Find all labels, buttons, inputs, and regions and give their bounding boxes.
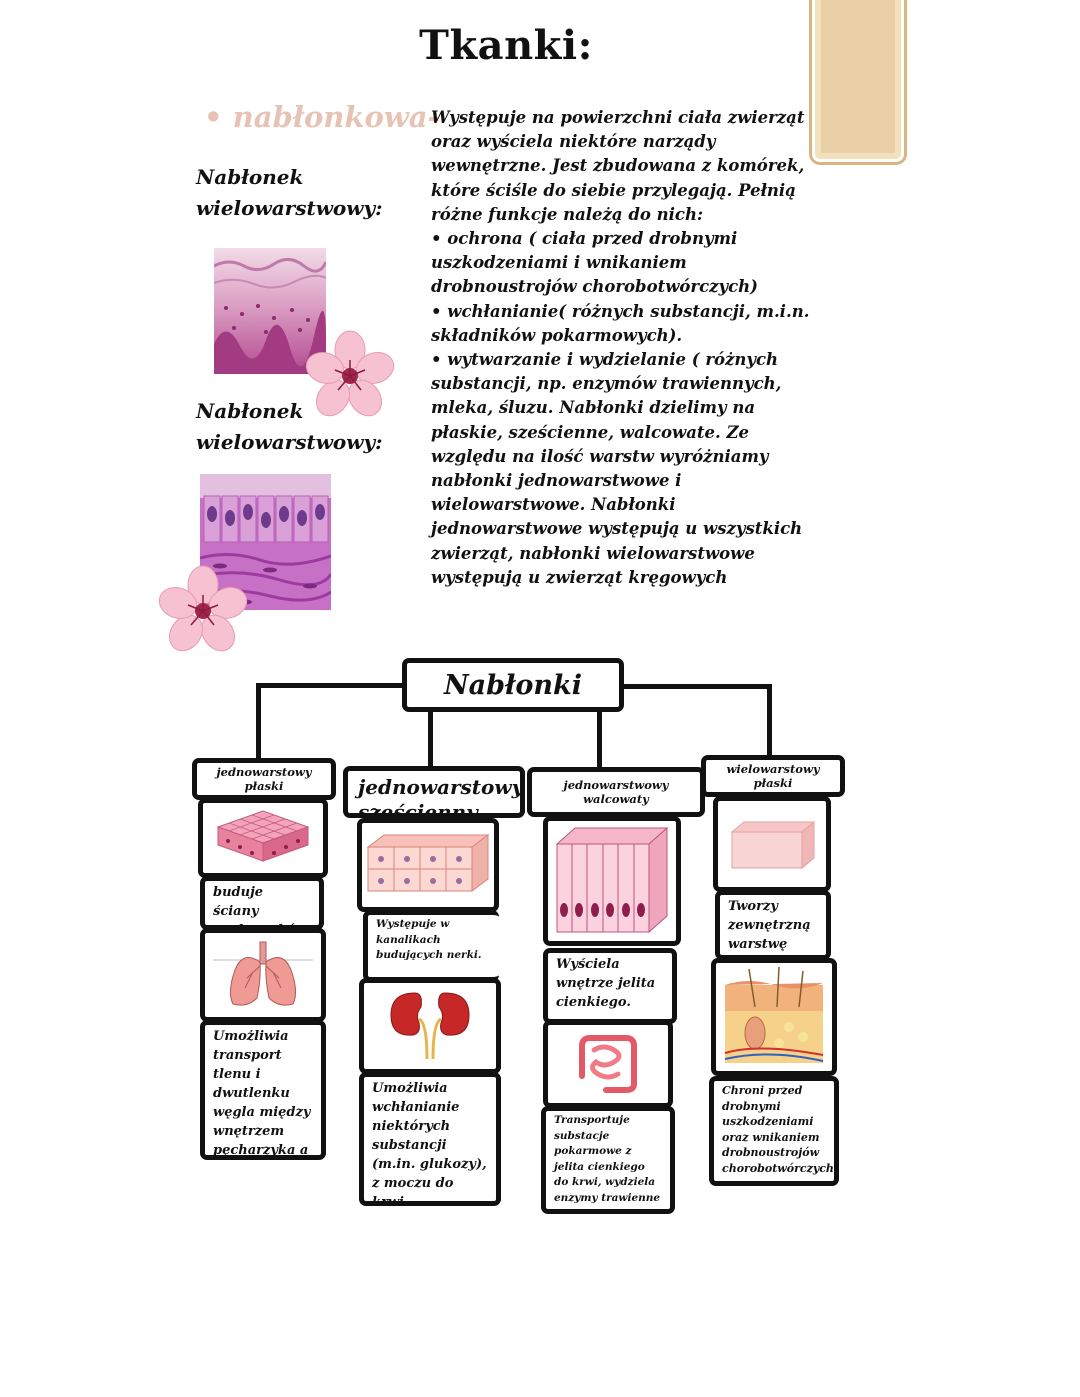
category-node-2: jednowarstowy sześcienny xyxy=(343,766,525,818)
function-text-1b: Umożliwia transport tlenu i dwutlenku wę… xyxy=(200,1020,326,1160)
stratified-squamous-illustration xyxy=(713,796,831,892)
tissue-description: Występuje na powierzchni ciała zwierząt … xyxy=(431,106,821,590)
function-text-2b: Umożliwia wchłanianie niektórych substan… xyxy=(359,1072,501,1206)
function-text-4a: Tworzy zewnętrzną warstwę skóry. xyxy=(715,890,831,960)
function-text-1a: buduje ściany pęcherzyków płucnych xyxy=(200,876,324,930)
description-paragraph: • ochrona ( ciała przed drobnymi uszkodz… xyxy=(431,227,821,300)
lungs-illustration xyxy=(200,928,326,1022)
skin-cross-section-illustration xyxy=(711,958,837,1076)
cherry-blossom-icon xyxy=(158,565,248,655)
page-title: Tkanki: xyxy=(0,22,1012,69)
connector-line xyxy=(767,684,772,758)
category-node-1: jednowarstowy płaski xyxy=(192,758,336,800)
function-text-3b: Transportuje substacje pokarmowe z jelit… xyxy=(541,1106,675,1214)
category-node-3: jednowarstwowy walcowaty xyxy=(527,767,705,817)
cuboidal-cells-illustration xyxy=(357,818,499,912)
squamous-cells-illustration xyxy=(198,798,328,878)
label-epithelium-2: Nabłonek wielowarstwowy: xyxy=(196,396,396,458)
connector-line xyxy=(256,683,261,761)
function-text-2a: Występuje w kanalikach budujących nerki. xyxy=(363,910,499,982)
connector-line xyxy=(622,684,772,689)
connector-line xyxy=(428,704,433,770)
connector-line xyxy=(597,704,602,774)
section-subtitle: • nabłonkowa- xyxy=(204,100,440,134)
label-epithelium-1: Nabłonek wielowarstwowy: xyxy=(196,162,396,224)
connector-line xyxy=(256,683,406,688)
intestines-illustration xyxy=(543,1020,673,1108)
columnar-cells-illustration xyxy=(543,816,681,946)
description-paragraph: • wytwarzanie i wydzielanie ( różnych su… xyxy=(431,348,821,590)
function-text-3a: Wyściela wnętrze jelita cienkiego. xyxy=(543,948,677,1024)
function-text-4b: Chroni przed drobnymi uszkodzeniami oraz… xyxy=(709,1076,839,1186)
description-paragraph: • wchłanianie( różnych substancji, m.i.n… xyxy=(431,300,821,348)
category-node-4: wielowarstowy płaski xyxy=(701,755,845,797)
description-paragraph: Występuje na powierzchni ciała zwierząt … xyxy=(431,106,821,227)
kidneys-illustration xyxy=(359,978,501,1074)
diagram-root-node: Nabłonki xyxy=(402,658,624,712)
